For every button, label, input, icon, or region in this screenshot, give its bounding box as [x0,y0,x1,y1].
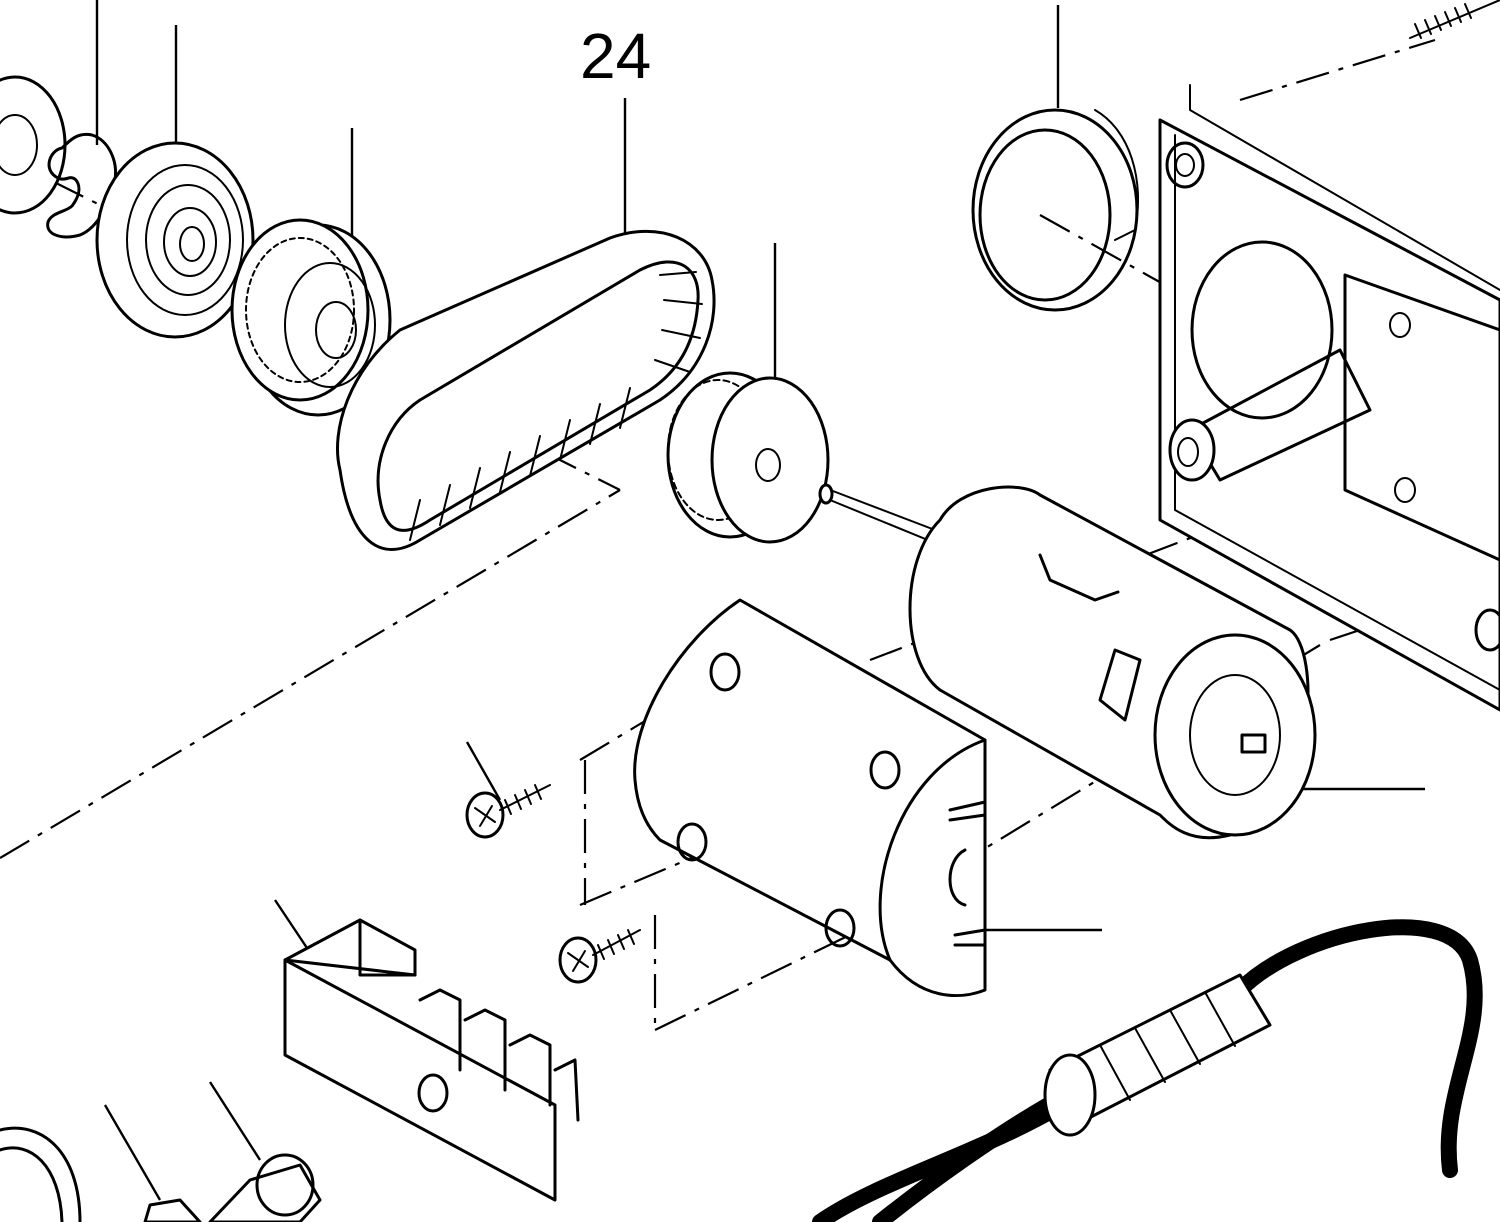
screw-upper [465,784,551,839]
electric-motor [818,483,1317,840]
screw-top [1409,0,1500,39]
retaining-clip [46,132,118,239]
power-cable [812,919,1483,1222]
retaining-ring [971,108,1139,312]
motor-pulley [666,371,830,544]
callout-label-24: 24 [580,20,651,92]
motor-bracket [633,598,987,997]
ball-bearing [95,141,255,339]
screw-lower [558,929,641,984]
toothed-belt [336,229,716,551]
washer [0,75,67,215]
small-pulley [230,218,392,417]
terminal-block [283,918,580,1202]
bottom-left-parts [0,1126,322,1222]
mounting-plate [1158,84,1500,712]
